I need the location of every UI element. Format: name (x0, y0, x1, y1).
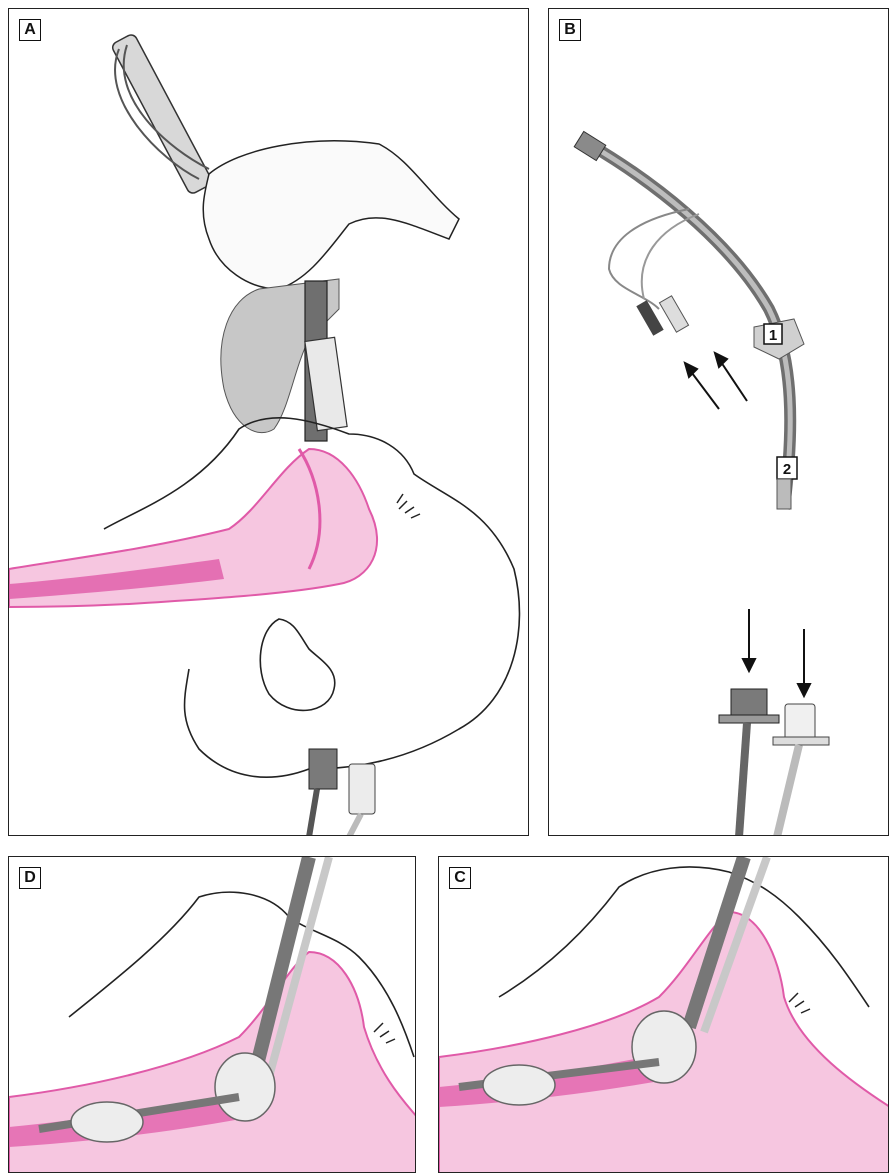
panel-d-illustration (9, 857, 416, 1173)
ear (260, 619, 335, 710)
arrows-pointing-down (743, 609, 810, 696)
bronchial-cuff (483, 1065, 555, 1105)
panel-b-illustration: 1 2 (549, 9, 889, 836)
panel-c: C (438, 856, 889, 1173)
panel-a-illustration (9, 9, 529, 836)
tracheal-cuff (632, 1011, 696, 1083)
marker-2: 2 (777, 457, 797, 479)
panel-b: B 1 2 (548, 8, 889, 836)
gloved-hand (203, 141, 459, 289)
panel-d-label: D (19, 867, 41, 889)
panel-d: D (8, 856, 416, 1173)
tracheal-cuff (215, 1053, 275, 1121)
eyelashes (397, 494, 420, 518)
panel-b-label: B (559, 19, 581, 41)
panel-c-illustration (439, 857, 889, 1173)
panel-c-label: C (449, 867, 471, 889)
panel-a: A (8, 8, 529, 836)
eyelashes (789, 993, 810, 1013)
eyelashes (374, 1023, 395, 1043)
bronchial-cuff (71, 1102, 143, 1142)
arrow-pointing-up-left (685, 353, 747, 409)
marker-2-label: 2 (783, 461, 791, 478)
panel-a-label: A (19, 19, 41, 41)
marker-1: 1 (754, 319, 804, 359)
marker-1-label: 1 (769, 327, 777, 344)
laryngoscope (111, 33, 214, 195)
